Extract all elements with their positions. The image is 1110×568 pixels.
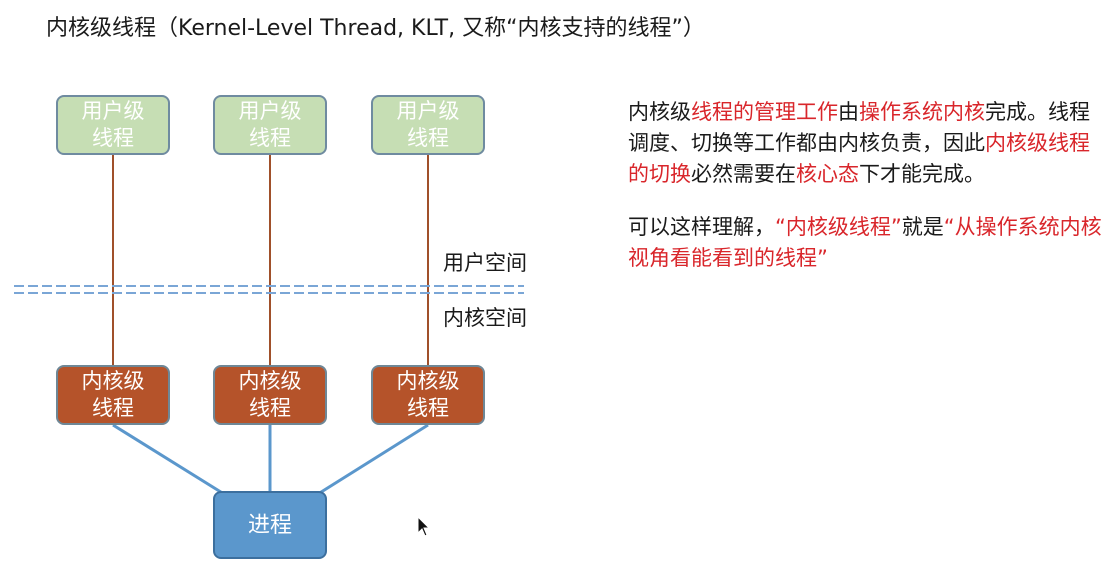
- kernel-thread-label: 内核级: [396, 369, 460, 393]
- desc-highlight: 线程的管理工作: [691, 100, 838, 124]
- user-thread-label: 用户级: [238, 99, 302, 123]
- description-paragraph-2: 可以这样理解，“内核级线程”就是“从操作系统内核视角看能看到的线程”: [628, 212, 1103, 274]
- process-label: 进程: [247, 512, 292, 538]
- klt-diagram: 用户级 线程 用户级 线程 用户级 线程 用户空间 内核空间 内核级 线程 内核…: [14, 95, 527, 559]
- desc-segment: 内核级: [628, 100, 691, 124]
- mouse-pointer-icon: [417, 516, 431, 537]
- user-thread-label: 线程: [92, 126, 134, 150]
- kernel-level-thread-box: 内核级 线程: [56, 365, 170, 425]
- desc-segment: 就是: [901, 215, 944, 239]
- user-level-thread-box: 用户级 线程: [213, 95, 327, 155]
- kernel-thread-label: 线程: [249, 396, 291, 420]
- process-link: [317, 423, 429, 496]
- page-title: 内核级线程（Kernel-Level Thread, KLT, 又称“内核支持的…: [46, 16, 705, 41]
- user-level-thread-box: 用户级 线程: [56, 95, 170, 155]
- kernel-space-label: 内核空间: [443, 306, 527, 330]
- desc-highlight: 内核级线程的切换: [628, 131, 1090, 186]
- desc-segment: 完成。线程调度、切换等工作都由内核负责，因此: [628, 100, 1090, 155]
- kernel-thread-label: 线程: [407, 396, 449, 420]
- diagram-connectors: [14, 155, 524, 496]
- description-paragraph-1: 内核级线程的管理工作由操作系统内核完成。线程调度、切换等工作都由内核负责，因此内…: [628, 97, 1103, 190]
- kernel-thread-label: 内核级: [238, 369, 302, 393]
- process-box: 进程: [213, 491, 327, 559]
- user-thread-label: 用户级: [81, 99, 145, 123]
- kernel-level-thread-box: 内核级 线程: [213, 365, 327, 425]
- kernel-thread-label: 内核级: [81, 369, 145, 393]
- user-thread-label: 用户级: [396, 99, 460, 123]
- user-thread-label: 线程: [249, 126, 291, 150]
- desc-highlight: 操作系统内核: [859, 100, 985, 124]
- desc-highlight: 核心态: [796, 162, 859, 186]
- desc-highlight: “内核级线程”: [775, 215, 902, 239]
- desc-segment: 下才能完成。: [859, 162, 985, 186]
- user-level-thread-box: 用户级 线程: [371, 95, 485, 155]
- kernel-level-thread-box: 内核级 线程: [371, 365, 485, 425]
- user-thread-label: 线程: [407, 126, 449, 150]
- process-link: [112, 423, 225, 496]
- desc-segment: 由: [838, 100, 859, 124]
- desc-segment: 可以这样理解，: [628, 215, 775, 239]
- kernel-thread-label: 线程: [92, 396, 134, 420]
- desc-segment: 必然需要在: [691, 162, 796, 186]
- user-space-label: 用户空间: [443, 251, 527, 275]
- desc-highlight: “从操作系统内核视角看能看到的线程”: [628, 215, 1102, 270]
- description-panel: 内核级线程的管理工作由操作系统内核完成。线程调度、切换等工作都由内核负责，因此内…: [628, 97, 1103, 274]
